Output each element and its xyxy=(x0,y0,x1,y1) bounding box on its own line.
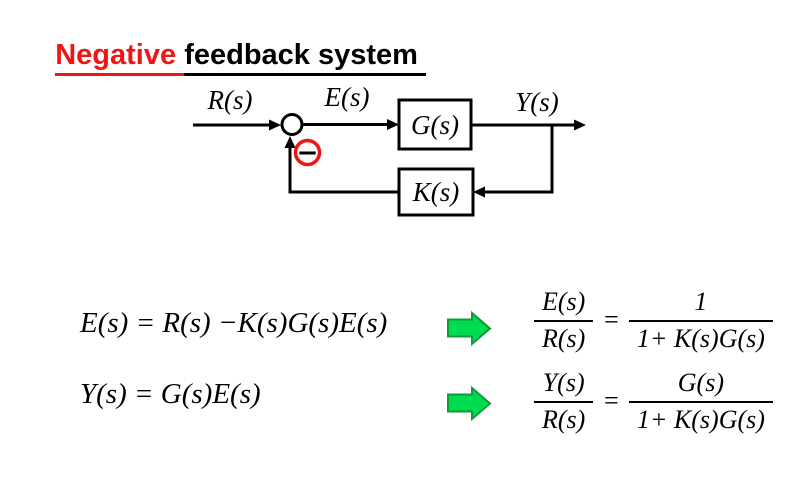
closed-loop-transfer-function: Y(s) R(s) = G(s) 1+ K(s)G(s) xyxy=(534,368,773,435)
minus-sign-badge: − xyxy=(293,138,322,168)
feedback-return-line xyxy=(284,136,399,194)
fraction-denominator: R(s) xyxy=(534,400,594,435)
feedback-block-diagram: G(s) K(s) − R(s) E(s) Y(s) xyxy=(193,82,586,217)
summing-junction xyxy=(280,113,304,136)
output-signal-line xyxy=(471,119,586,131)
fraction-denominator: 1+ K(s)G(s) xyxy=(628,400,773,435)
output-equation: Y(s) = G(s)E(s) xyxy=(80,378,261,410)
output-label: Y(s) xyxy=(515,87,559,117)
error-signal-line xyxy=(303,119,399,130)
fraction-numerator: E(s) xyxy=(542,287,586,316)
arrowhead-icon xyxy=(473,186,485,198)
fraction-numerator: Y(s) xyxy=(542,368,585,397)
fraction-numerator: G(s) xyxy=(677,368,724,397)
feedback-block-label: K(s) xyxy=(412,177,460,207)
result-arrow-icon xyxy=(447,386,492,422)
error-equation: E(s) = R(s) −K(s)G(s)E(s) xyxy=(80,307,388,339)
arrowhead-icon xyxy=(387,119,399,130)
input-signal-line xyxy=(193,119,281,131)
plant-block-label: G(s) xyxy=(411,110,459,140)
feedback-branch-line xyxy=(473,123,554,198)
plant-block xyxy=(397,98,473,151)
fraction-numerator: 1 xyxy=(694,287,708,316)
input-label: R(s) xyxy=(207,85,253,115)
equals-sign: = xyxy=(602,305,620,335)
fraction-denominator: 1+ K(s)G(s) xyxy=(628,319,773,354)
rhs-fraction: G(s) 1+ K(s)G(s) xyxy=(628,368,773,435)
arrowhead-icon xyxy=(269,119,281,131)
result-arrow-icon xyxy=(447,311,492,347)
title-rest: feedback system xyxy=(184,38,426,76)
lhs-fraction: Y(s) R(s) xyxy=(534,368,594,435)
minus-sign: − xyxy=(297,138,319,168)
equals-sign: = xyxy=(602,386,620,416)
fraction-denominator: R(s) xyxy=(534,319,594,354)
error-label: E(s) xyxy=(324,82,370,112)
lhs-fraction: E(s) R(s) xyxy=(534,287,594,354)
title-highlight: Negative xyxy=(55,38,185,76)
arrowhead-icon xyxy=(574,119,586,131)
error-transfer-function: E(s) R(s) = 1 1+ K(s)G(s) xyxy=(534,287,773,354)
page-title: Negative feedback system xyxy=(23,8,426,104)
rhs-fraction: 1 1+ K(s)G(s) xyxy=(628,287,773,354)
arrowhead-icon xyxy=(284,136,296,148)
